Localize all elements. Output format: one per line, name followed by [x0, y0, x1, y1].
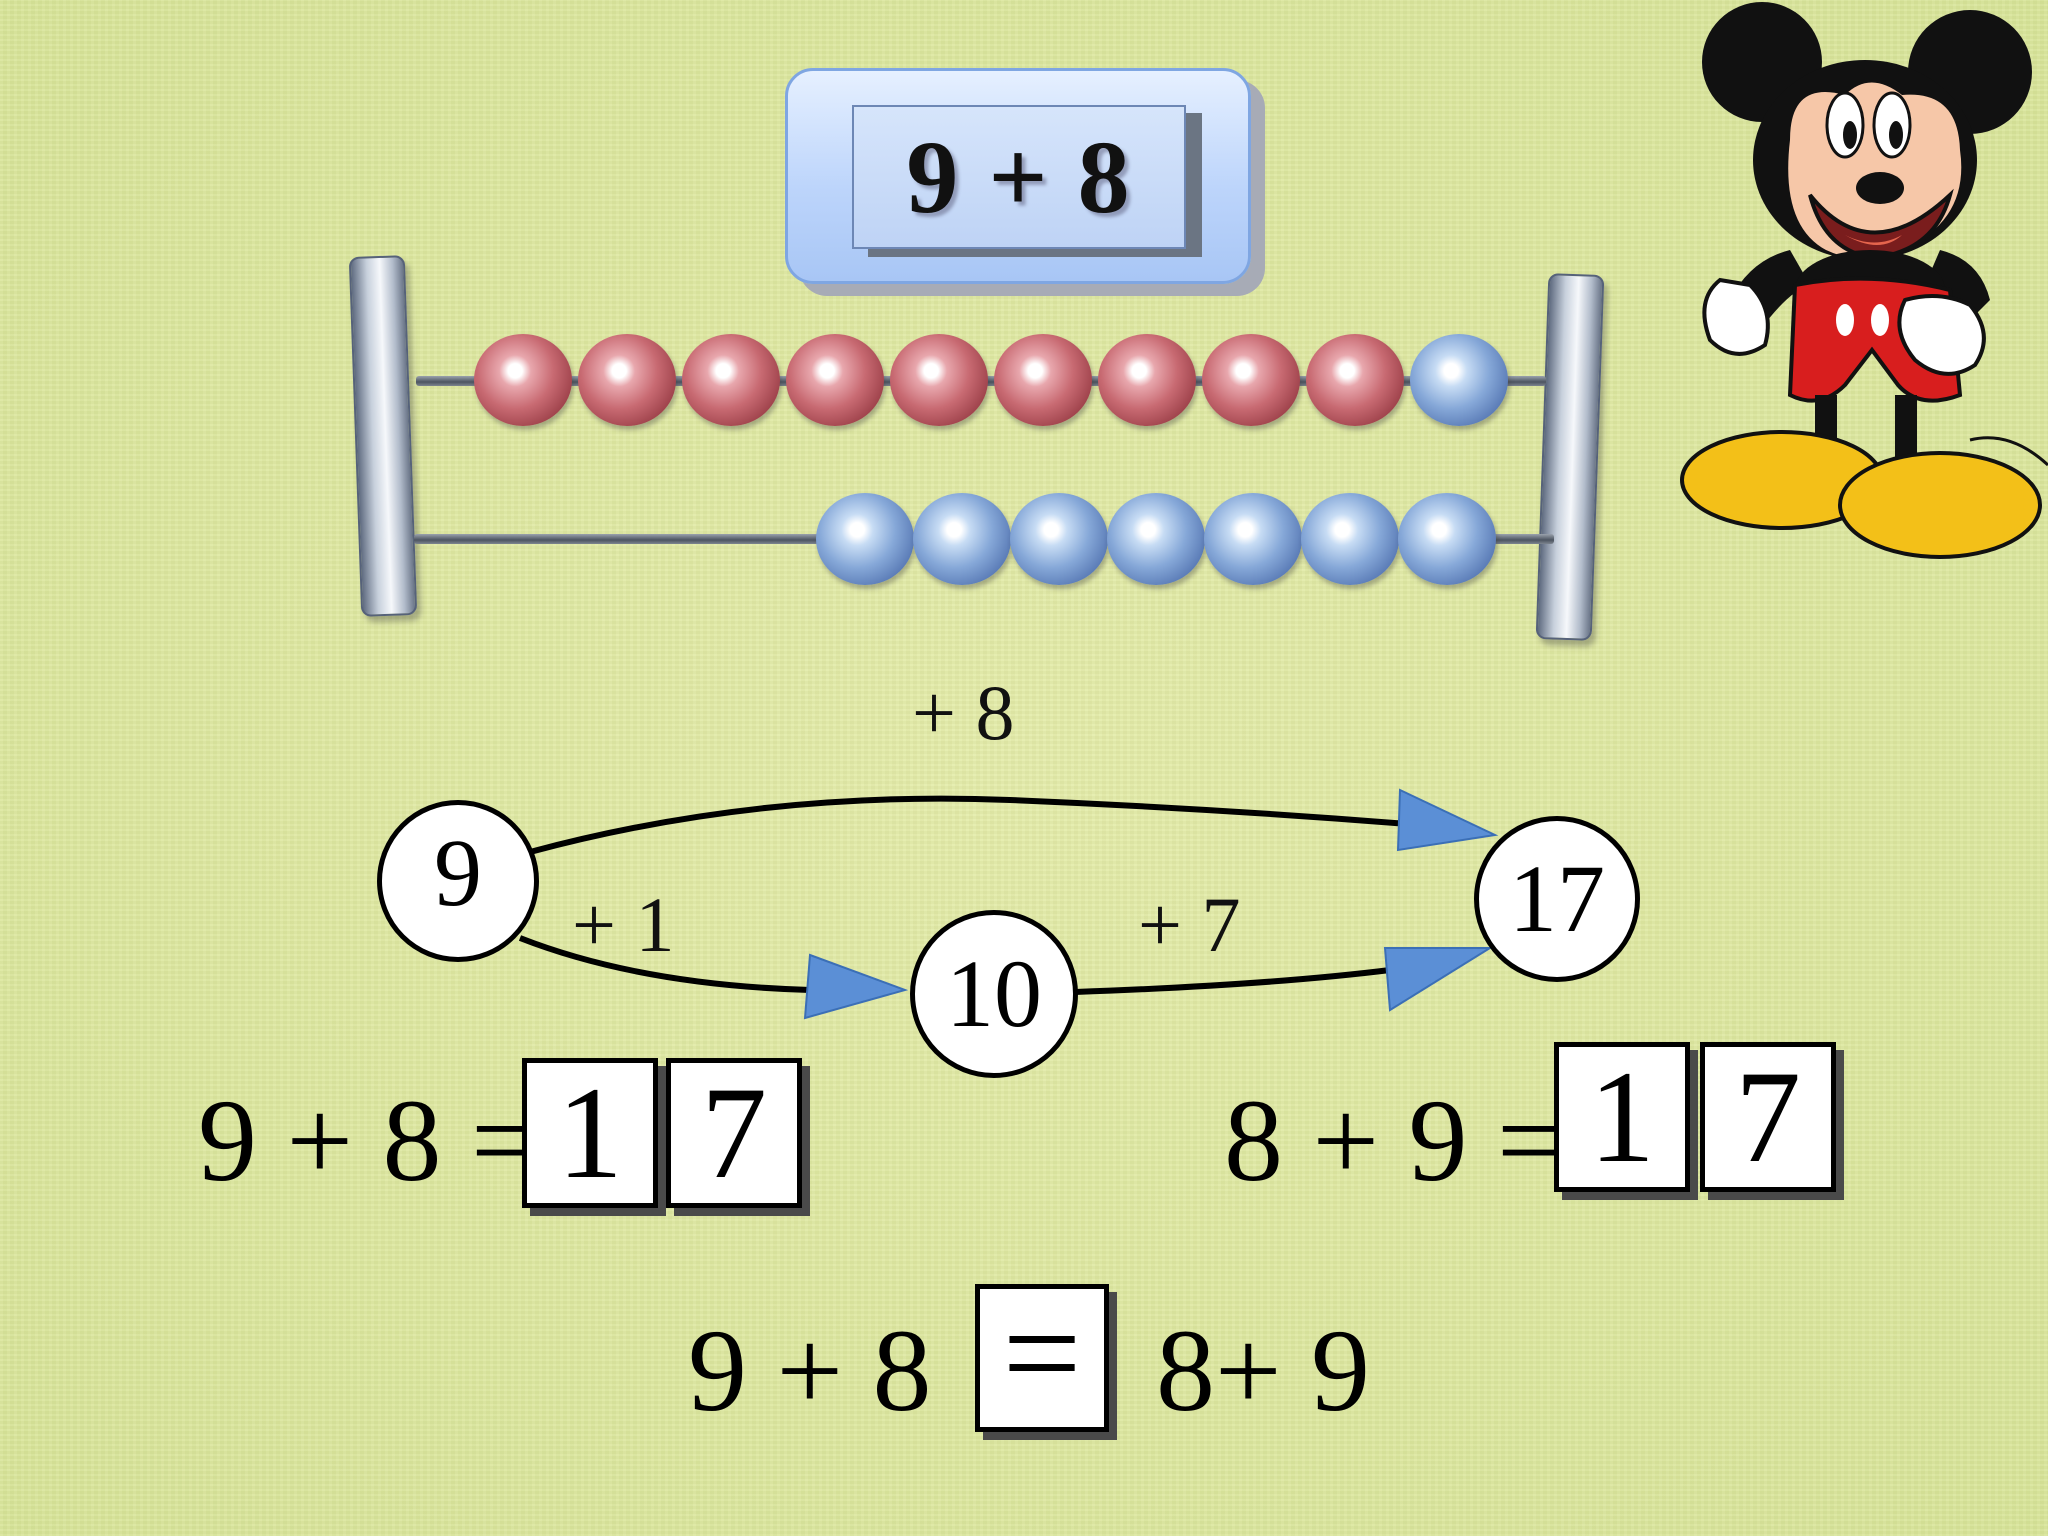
step2-label: + 7 — [1138, 881, 1241, 968]
middle-node: 10 — [910, 910, 1078, 1078]
abacus-bead-blue — [1410, 334, 1508, 426]
step1-arrow-icon — [803, 953, 909, 1020]
abacus-bead-blue — [1301, 493, 1399, 585]
abacus-bead-blue — [816, 493, 914, 585]
title-expression: 9 + 8 — [906, 119, 1132, 235]
right-answer-tens: 1 — [1589, 1043, 1655, 1190]
abacus-bead-red — [1202, 334, 1300, 426]
step1-label: + 1 — [572, 881, 675, 968]
abacus-bead-red — [786, 334, 884, 426]
start-node-value: 9 — [434, 819, 482, 926]
cartoon-mouse-character — [1640, 0, 2048, 580]
comparison-sign-box: = — [975, 1284, 1109, 1432]
end-node: 17 — [1474, 816, 1640, 982]
left-answer-tens: 1 — [557, 1059, 623, 1206]
abacus-bead-red — [890, 334, 988, 426]
cartoon-mouse-icon — [1680, 2, 2048, 559]
title-panel: 9 + 8 — [852, 105, 1186, 249]
step2-arrow-icon — [1383, 947, 1494, 1012]
abacus — [340, 250, 1620, 650]
abacus-bead-red — [994, 334, 1092, 426]
comparison-left: 9 + 8 — [688, 1305, 932, 1436]
top-arc — [529, 795, 1481, 855]
abacus-bead-red — [682, 334, 780, 426]
abacus-bead-red — [474, 334, 572, 426]
abacus-left-post — [348, 255, 418, 617]
title-card: 9 + 8 — [785, 68, 1251, 284]
end-node-value: 17 — [1509, 845, 1605, 952]
middle-node-value: 10 — [946, 940, 1042, 1047]
comparison-sign: = — [1002, 1276, 1082, 1431]
top-step-label: + 8 — [912, 669, 1015, 756]
left-answer-ones-box: 7 — [666, 1058, 802, 1208]
abacus-bead-blue — [1107, 493, 1205, 585]
abacus-bead-blue — [1010, 493, 1108, 585]
right-answer-ones-box: 7 — [1700, 1042, 1836, 1192]
step2-arc — [1074, 967, 1391, 995]
left-answer-tens-box: 1 — [522, 1058, 658, 1208]
abacus-bead-blue — [913, 493, 1011, 585]
right-answer-ones: 7 — [1735, 1043, 1801, 1190]
abacus-bead-blue — [1398, 493, 1496, 585]
top-arc-arrow-icon — [1396, 788, 1499, 852]
right-equation-expression: 8 + 9 = — [1224, 1075, 1564, 1206]
abacus-bead-blue — [1204, 493, 1302, 585]
left-equation-expression: 9 + 8 = — [198, 1075, 538, 1206]
abacus-bead-red — [578, 334, 676, 426]
left-answer-ones: 7 — [701, 1059, 767, 1206]
start-node: 9 — [377, 800, 539, 962]
abacus-right-post — [1535, 273, 1605, 641]
abacus-bead-red — [1306, 334, 1404, 426]
abacus-bead-red — [1098, 334, 1196, 426]
right-answer-tens-box: 1 — [1554, 1042, 1690, 1192]
comparison-right: 8+ 9 — [1156, 1305, 1371, 1436]
